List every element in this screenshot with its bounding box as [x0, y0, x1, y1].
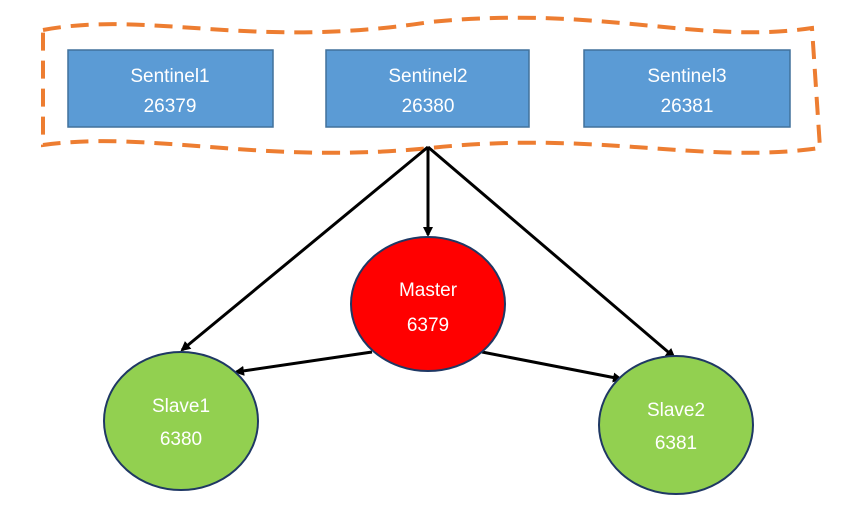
master-node: Master 6379 [350, 236, 506, 372]
arrow-master-to-slave2 [481, 350, 623, 383]
sentinel-group-border [41, 15, 823, 155]
slave-port: 6381 [655, 433, 697, 454]
master-circle [350, 236, 506, 372]
master-port: 6379 [407, 315, 449, 336]
sentinel-box [325, 49, 530, 128]
arrow-master-to-slave1 [234, 350, 373, 376]
sentinel-node: Sentinel2 26380 [325, 49, 530, 128]
slave-name: Slave1 [152, 396, 210, 417]
slave-node: Slave2 6381 [598, 355, 754, 495]
slave-node: Slave1 6380 [103, 351, 259, 491]
sentinel-port: 26381 [661, 96, 714, 117]
sentinel-port: 26380 [402, 96, 455, 117]
sentinel-name: Sentinel3 [647, 66, 726, 87]
sentinel-node: Sentinel3 26381 [583, 49, 791, 128]
slave-circle [103, 351, 259, 491]
slave-port: 6380 [160, 429, 202, 450]
sentinel-box [583, 49, 791, 128]
slave-circle [598, 355, 754, 495]
sentinel-name: Sentinel2 [388, 66, 467, 87]
arrow-sentinel-to-slave2 [427, 145, 676, 359]
sentinel-port: 26379 [144, 96, 197, 117]
sentinel-node: Sentinel1 26379 [67, 49, 274, 128]
sentinel-box [67, 49, 274, 128]
arrow-sentinel-to-slave1 [180, 145, 429, 352]
slave-name: Slave2 [647, 400, 705, 421]
master-name: Master [399, 280, 458, 301]
sentinel-name: Sentinel1 [130, 66, 209, 87]
